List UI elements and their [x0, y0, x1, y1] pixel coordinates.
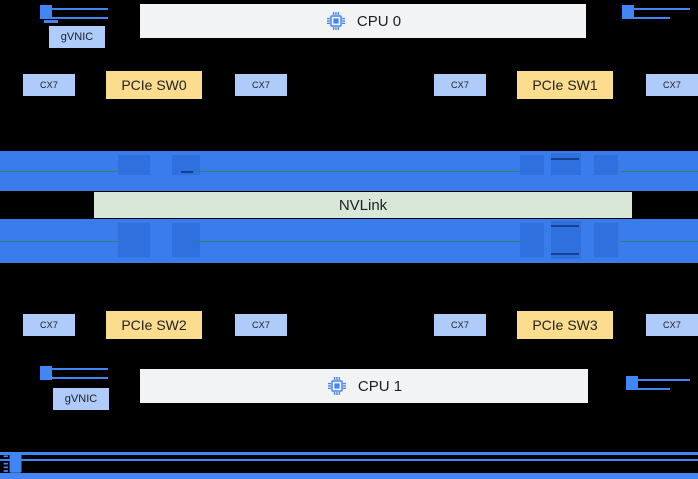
gvnic-stub-top-left: [44, 20, 58, 23]
network-bar-line-1: [0, 459, 698, 461]
cpu-chip-icon: [326, 375, 348, 397]
gvnic-rail-top-right: [622, 8, 690, 10]
gvnic-label-3: [644, 392, 698, 406]
cx7-chip-2: CX7: [434, 74, 486, 96]
pcie-switch-0: PCIe SW0: [106, 71, 202, 99]
nvlink-bar: NVLink: [94, 192, 632, 218]
gvnic-label-2: gVNIC: [53, 388, 109, 410]
network-switch-icon: [2, 450, 28, 476]
cx7-chip-3: CX7: [646, 74, 698, 96]
cx7-chip-6: CX7: [434, 314, 486, 336]
gvnic-rail-top-left-2: [40, 17, 108, 19]
network-bar-label: [30, 455, 690, 473]
network-bar-line-2: [0, 473, 698, 479]
gvnic-label-1: [640, 22, 696, 36]
gvnic-rail-bottom-left-2: [40, 377, 108, 379]
gpu-row-top-base: [0, 175, 698, 191]
gpu-row-bottom: [0, 219, 698, 263]
gvnic-rail-top-right-2: [622, 17, 670, 19]
cpu-0-label: CPU 0: [356, 12, 402, 30]
gvnic-rail-bottom-right-2: [626, 388, 670, 390]
nic-port-icon: [40, 5, 52, 19]
gvnic-label-0: gVNIC: [49, 26, 105, 48]
pcie-switch-2: PCIe SW2: [106, 311, 202, 339]
pcie-switch-3: PCIe SW3: [517, 311, 613, 339]
cx7-chip-1: CX7: [235, 74, 287, 96]
cpu-0-block: CPU 0: [140, 4, 586, 38]
gvnic-rail-bottom-right: [626, 379, 690, 381]
nic-port-icon-bottom: [40, 366, 52, 380]
cpu-chip-icon: [325, 10, 347, 32]
pcie-switch-1: PCIe SW1: [517, 71, 613, 99]
gvnic-rail-top-left: [40, 8, 108, 10]
cx7-chip-4: CX7: [23, 314, 75, 336]
cx7-chip-7: CX7: [646, 314, 698, 336]
cpu-1-block: CPU 1: [140, 369, 588, 403]
cx7-chip-5: CX7: [235, 314, 287, 336]
nic-port-icon-bottom-right: [626, 376, 638, 390]
cx7-chip-0: CX7: [23, 74, 75, 96]
gvnic-rail-bottom-left: [40, 368, 108, 370]
nic-port-icon-right: [622, 5, 634, 19]
cpu-1-label: CPU 1: [357, 377, 403, 395]
